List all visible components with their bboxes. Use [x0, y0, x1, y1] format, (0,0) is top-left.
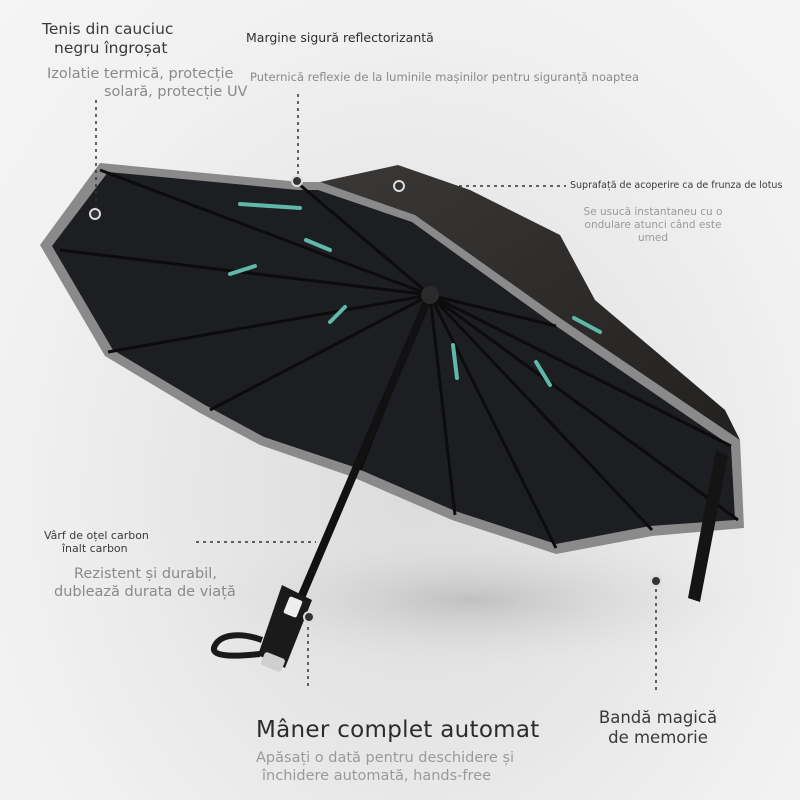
rib-accents: [228, 202, 602, 387]
umbrella-hub: [421, 286, 439, 304]
callout-lotus-desc-line3: umed: [637, 231, 668, 244]
callout-handle-desc-line1: Apăsați o dată pentru deschidere și: [256, 750, 515, 766]
callout-handle-desc-line2: închidere automată, hands-free: [262, 767, 491, 784]
callout-rubber-desc: Izolatie termică, protecție solară, prot…: [47, 66, 247, 101]
callout-lotus-desc-line2: ondulare atunci când este: [584, 218, 722, 231]
handle-cap: [261, 652, 285, 672]
callout-rubber-desc-line1: Izolatie termică, protecție: [47, 66, 234, 82]
callout-reflective-title: Margine sigură reflectorizantă: [246, 30, 434, 45]
callout-lotus-desc-line1: Se usucă instantaneu cu o: [583, 206, 723, 218]
leader-lines: [95, 94, 657, 690]
callout-band-title-line1: Bandă magică: [598, 708, 718, 727]
leader-dots: [89, 175, 662, 623]
callout-rubber-title-line2: negru îngroșat: [54, 38, 168, 57]
callout-rubber-desc-line2: solară, protecție UV: [104, 83, 248, 100]
umbrella-shaft: [296, 291, 434, 604]
handle-button: [283, 596, 303, 618]
memory-band: [688, 450, 728, 602]
callout-reflective-desc: Puternică reflexie de la luminile mașini…: [250, 70, 639, 84]
callout-steel-title: Vârf de oțel carbon înalt carbon: [44, 529, 149, 556]
callout-band-title-line2: de memorie: [608, 728, 708, 748]
canopy-underside: [52, 172, 735, 544]
callout-steel-title-line1: Vârf de oțel carbon: [44, 529, 149, 542]
callout-band-title: Bandă magică de memorie: [590, 708, 726, 748]
callout-handle-title: Mâner complet automat: [256, 717, 540, 743]
callout-lotus-desc: Se usucă instantaneu cu o ondulare atunc…: [578, 206, 728, 244]
callout-steel-title-line2: înalt carbon: [62, 542, 128, 556]
callout-steel-desc: Rezistent și durabil, dublează durata de…: [54, 566, 236, 601]
callout-steel-desc-line2: dublează durata de viață: [54, 583, 236, 600]
callout-rubber-title-line1: Tenis din cauciuc: [42, 20, 174, 38]
callout-rubber-title: Tenis din cauciuc negru îngroșat: [42, 20, 173, 58]
callout-lotus-title: Suprafață de acoperire ca de frunza de l…: [570, 180, 783, 191]
callout-steel-desc-line1: Rezistent și durabil,: [74, 566, 217, 582]
callout-handle-desc: Apăsați o dată pentru deschidere și înch…: [256, 750, 514, 785]
handle-strap: [211, 632, 264, 659]
